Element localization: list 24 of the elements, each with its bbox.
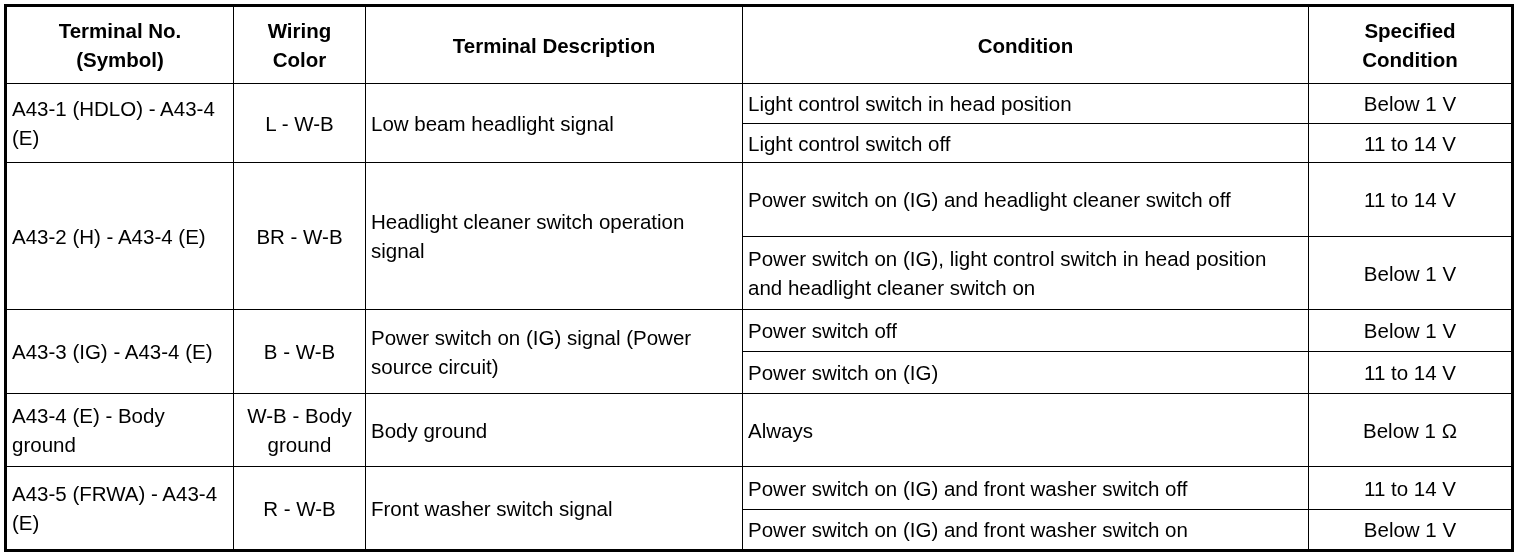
terminal-label: A43-4 (E) - Body ground [5, 393, 234, 467]
condition-text: Always [742, 393, 1309, 467]
wiring-color-text: B - W-B [233, 309, 366, 394]
column-header: Condition [742, 5, 1309, 84]
condition-text: Light control switch off [742, 123, 1309, 163]
description-text: Low beam headlight signal [365, 83, 743, 163]
terminal-label: A43-2 (H) - A43-4 (E) [5, 162, 234, 310]
condition-text: Power switch on (IG) and headlight cleaner switch off [742, 162, 1309, 237]
wiring-color-text: BR - W-B [233, 162, 366, 310]
condition-text: Power switch off [742, 309, 1309, 352]
condition-text: Power switch on (IG) [742, 351, 1309, 394]
column-header: Wiring Color [233, 5, 366, 84]
condition-text: Light control switch in head position [742, 83, 1309, 124]
description-text: Power switch on (IG) signal (Power source circuit) [365, 309, 743, 394]
wiring-color-text: W-B - Body ground [233, 393, 366, 467]
column-header: Terminal Description [365, 5, 743, 84]
column-header: Terminal No. (Symbol) [5, 5, 234, 84]
terminal-label: A43-1 (HDLO) - A43-4 (E) [5, 83, 234, 163]
description-text: Headlight cleaner switch operation signal [365, 162, 743, 310]
terminal-label: A43-3 (IG) - A43-4 (E) [5, 309, 234, 394]
wiring-color-text: L - W-B [233, 83, 366, 163]
condition-text: Power switch on (IG), light control switch in head position and headlight cleaner switch on [742, 236, 1309, 310]
description-text: Body ground [365, 393, 743, 467]
condition-text: Power switch on (IG) and front washer switch off [742, 466, 1309, 510]
